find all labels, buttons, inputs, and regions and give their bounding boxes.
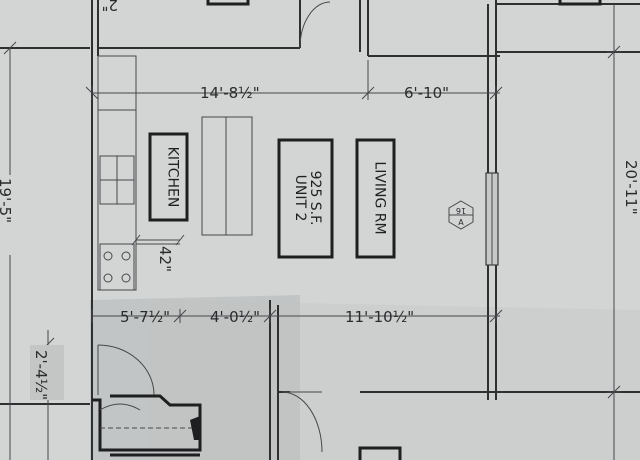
dim-door-gap — [30, 345, 64, 400]
stove-icon — [99, 243, 135, 291]
kitchen-label-group: KITCHEN — [148, 132, 189, 222]
dim-right-gap — [620, 150, 640, 240]
paper-shadow — [90, 295, 300, 460]
living-label-box — [355, 138, 396, 259]
kitchen-label: KITCHEN — [165, 147, 181, 208]
living-label: LIVING RM — [372, 161, 388, 234]
dim-kitchen-width: 14'-8½" — [200, 84, 260, 102]
fragment-box-topright — [558, 0, 602, 6]
kitchen-island — [201, 116, 253, 236]
dim-left-depth: 19'-5" — [0, 178, 14, 223]
area-label: 925 S.F. — [307, 171, 323, 226]
kitchen-counter — [97, 55, 180, 291]
fixture-lower-right — [358, 446, 402, 460]
dim-line-lower — [91, 309, 503, 323]
window — [485, 172, 499, 266]
paper-shadow-lower — [150, 300, 640, 460]
door-swings — [97, 1, 331, 453]
bath-fixtures — [92, 394, 202, 457]
dim-door-offset: 2'-4½" — [32, 350, 50, 400]
unit-label-box — [277, 138, 334, 259]
dim-seg-a: 5'-7½" — [120, 308, 170, 326]
unit-label-group: 925 S.F. UNIT 2 — [277, 138, 334, 259]
marker-top: 16 — [456, 206, 466, 215]
dim-seg-b: 4'-0½" — [210, 308, 260, 326]
dim-line-top — [85, 60, 503, 100]
dim-counter: 42" — [156, 246, 174, 272]
dim-top-fragment: 2" — [102, 0, 118, 14]
dim-line-counter — [131, 234, 185, 246]
dim-left-gap — [0, 175, 20, 255]
section-marker: 16 A — [448, 200, 474, 230]
living-label-group: LIVING RM — [355, 138, 396, 259]
dim-seg-c: 11'-10½" — [345, 308, 414, 326]
dim-line-right — [607, 4, 621, 460]
dim-living-width: 6'-10" — [404, 84, 449, 102]
fragment-box-top — [206, 0, 250, 6]
kitchen-label-box — [148, 132, 189, 222]
marker-bottom: A — [458, 218, 464, 227]
unit-label: UNIT 2 — [292, 175, 308, 222]
dim-overall-depth: 20'-11" — [622, 160, 640, 215]
